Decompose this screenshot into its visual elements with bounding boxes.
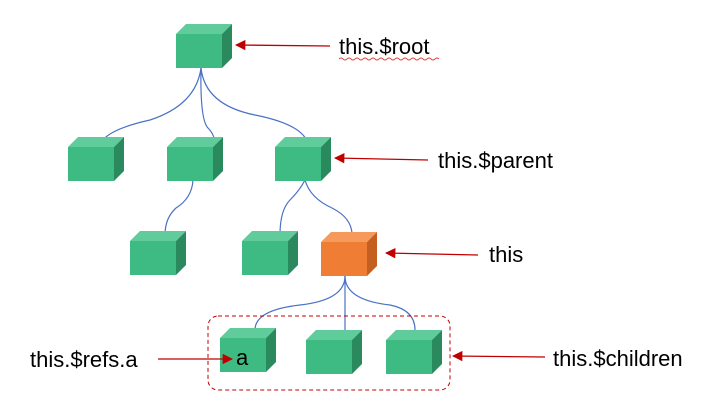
root-arrow [234, 39, 331, 51]
node-child-2 [306, 330, 362, 374]
pointer-arrows [158, 39, 546, 365]
spellcheck-squiggle [338, 57, 440, 61]
node-level1-middle [167, 137, 223, 181]
label-children: this.$children [553, 346, 683, 371]
label-refs: this.$refs.a [30, 347, 138, 372]
label-this: this [489, 242, 523, 267]
node-child-a [220, 328, 276, 372]
node-child-3 [386, 330, 442, 374]
parent-arrow [333, 153, 429, 164]
label-parent: this.$parent [438, 148, 553, 173]
tree-nodes [68, 24, 442, 374]
node-this-current [321, 232, 377, 276]
label-root: this.$root [339, 34, 430, 59]
node-root [176, 24, 232, 68]
node-parent [275, 137, 331, 181]
node-sibling [242, 231, 298, 275]
node-level2-left [130, 231, 186, 275]
node-level1-left [68, 137, 124, 181]
tree-connectors [99, 67, 416, 331]
this-arrow [384, 248, 479, 259]
label-node-a: a [236, 345, 249, 370]
children-arrow [451, 350, 546, 362]
